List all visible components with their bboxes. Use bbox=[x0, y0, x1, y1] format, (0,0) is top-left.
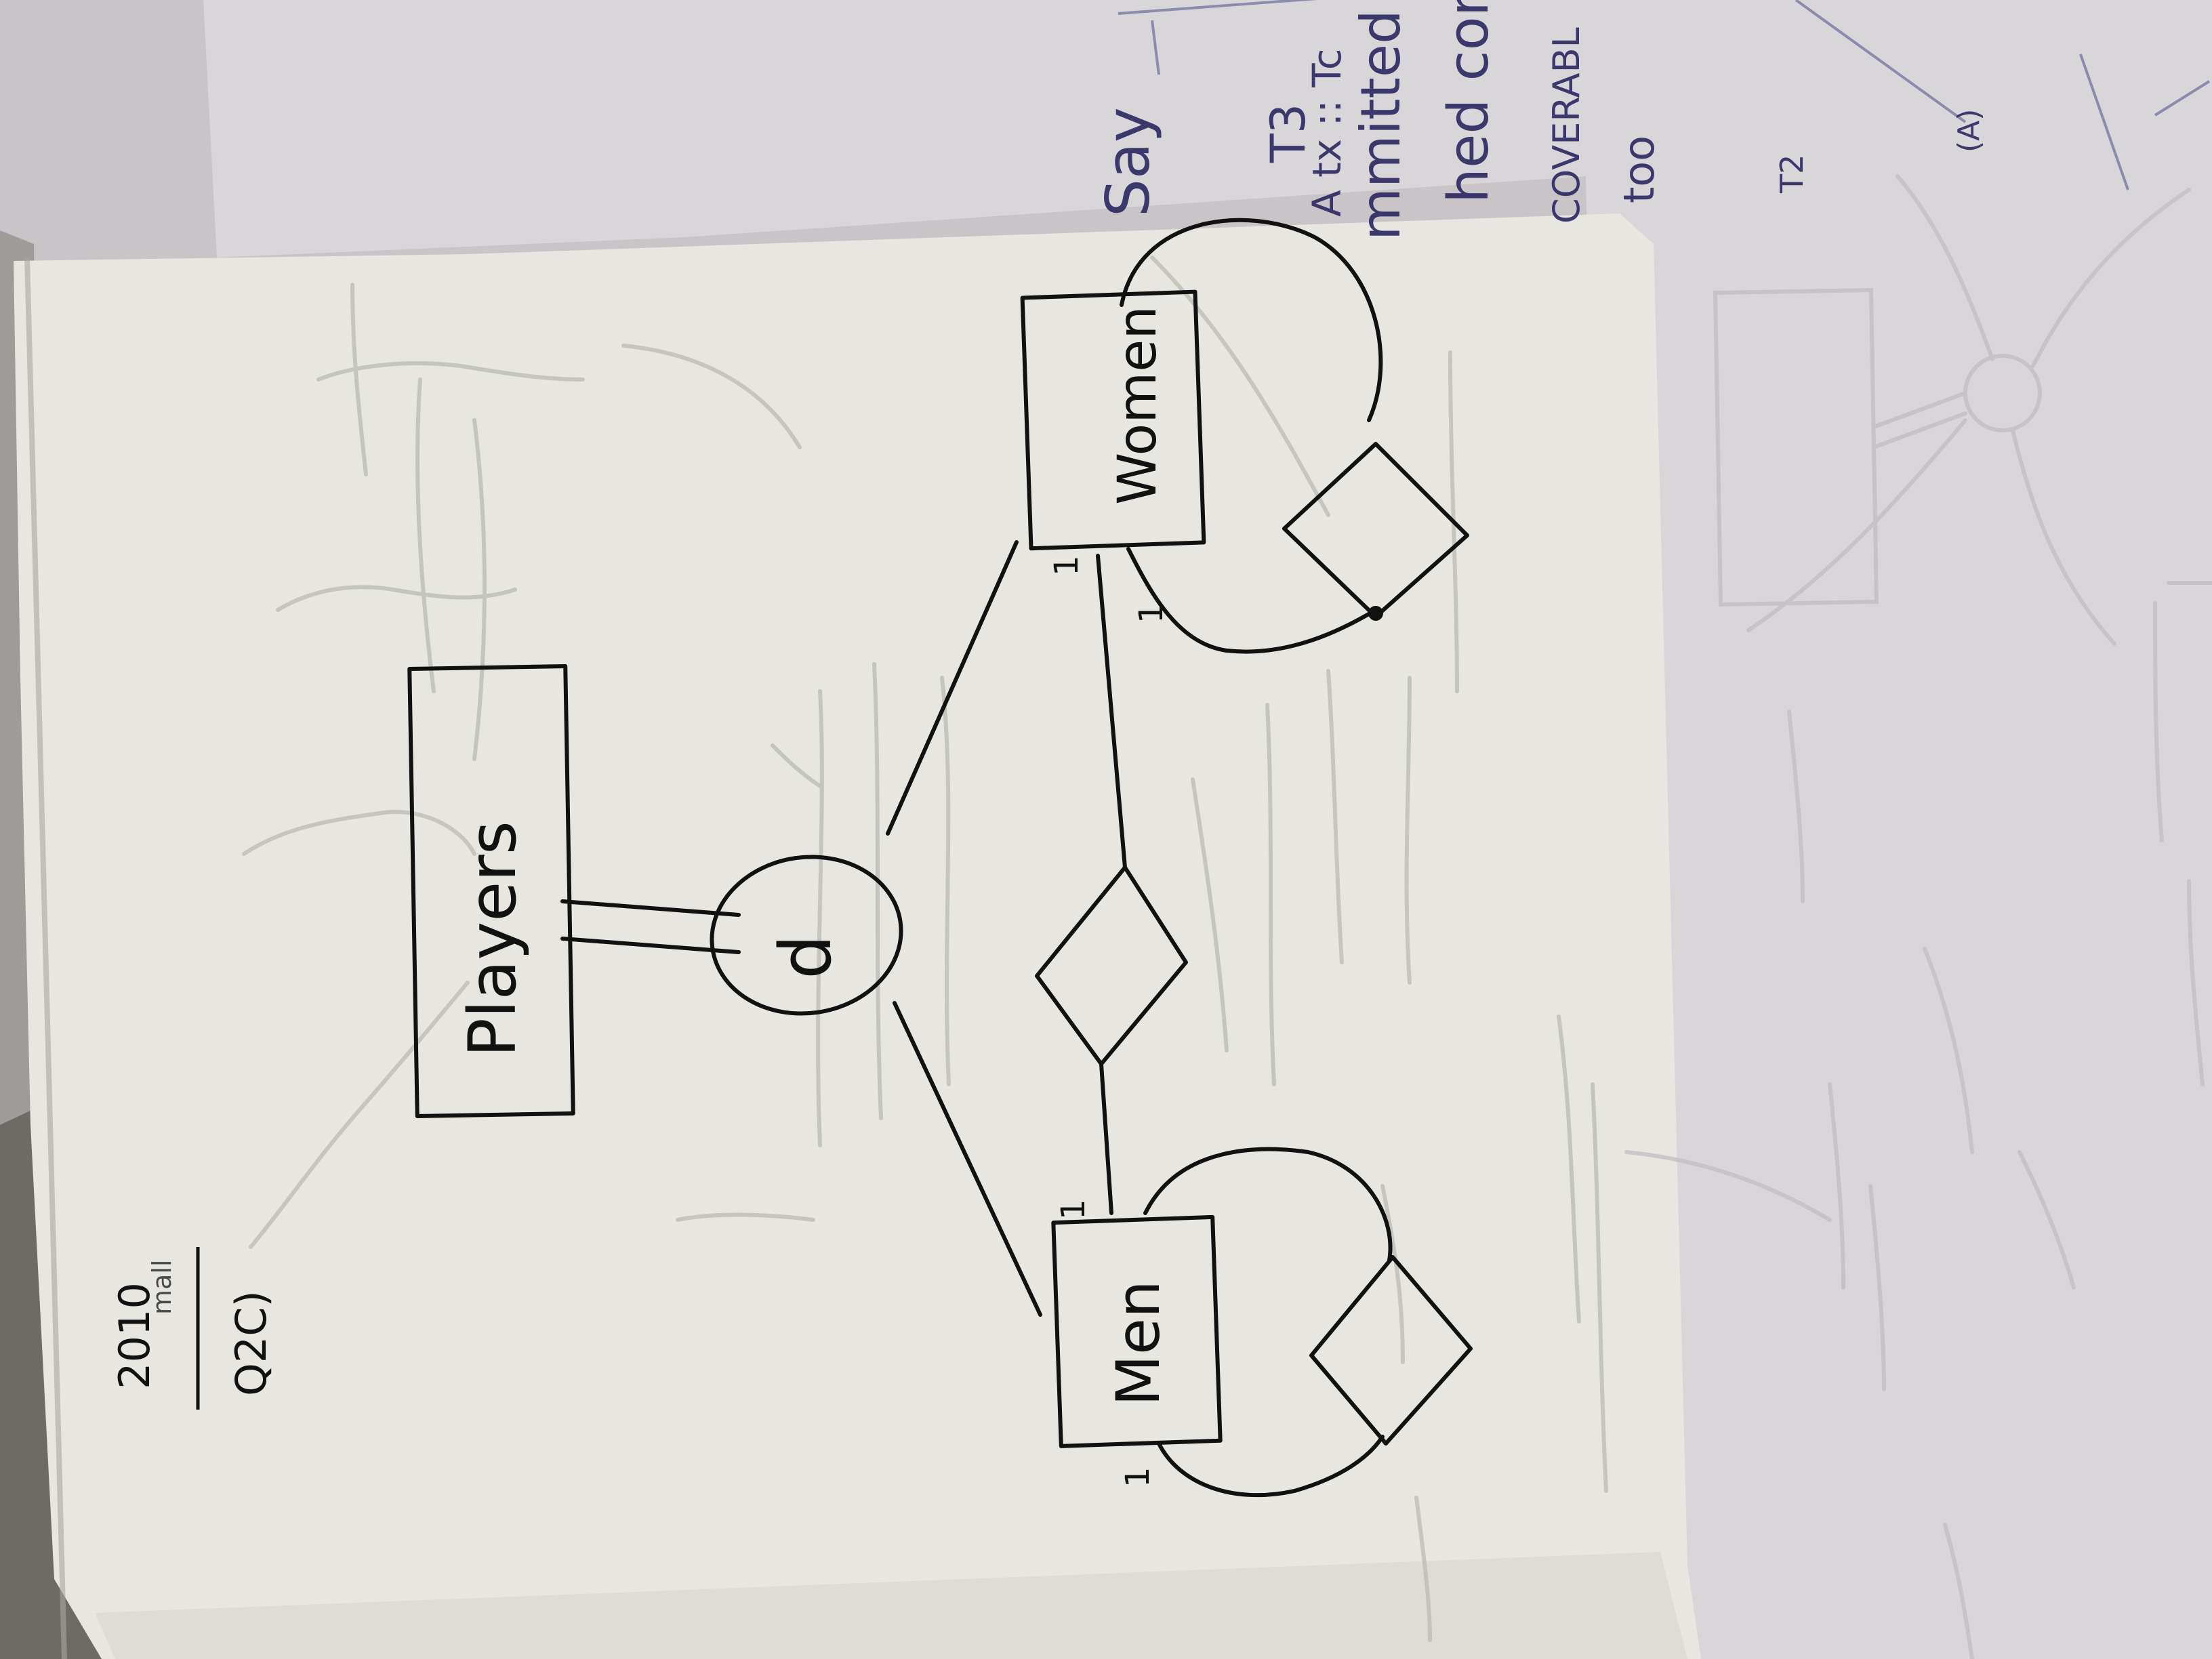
cardinality-men-bottom: 1 bbox=[1119, 1467, 1157, 1488]
page-edge bbox=[24, 257, 67, 1659]
back-text-too: too bbox=[1614, 136, 1664, 203]
back-page-ruling bbox=[1118, 0, 2211, 190]
players-entity-box bbox=[407, 664, 575, 1118]
disjoint-marker: d bbox=[764, 935, 847, 979]
men-loop-bottom bbox=[1157, 1435, 1385, 1498]
back-text-a: (A) bbox=[1952, 109, 1986, 152]
back-page-drawing bbox=[1624, 174, 2212, 1659]
year-label: 2010 bbox=[110, 1282, 159, 1389]
women-loop-dot bbox=[1368, 606, 1383, 621]
back-text-t2: T2 bbox=[1774, 155, 1810, 194]
men-label: Men bbox=[1103, 1280, 1173, 1406]
diagram-labels: Players d Women Men 1 1 1 1 bbox=[455, 306, 1173, 1488]
back-text-hed-com: hed com bbox=[1437, 0, 1501, 203]
back-page-handwriting: Say T3 A tx :: Tc mmitted hed com COVERA… bbox=[1093, 0, 1986, 241]
men-loop-top bbox=[1143, 1147, 1393, 1263]
er-diagram bbox=[407, 218, 1473, 1498]
disjoint-circle bbox=[710, 855, 903, 1016]
men-recursive-diamond bbox=[1309, 1255, 1473, 1446]
women-loop-bottom bbox=[1126, 547, 1378, 654]
link-to-men bbox=[893, 1001, 1042, 1317]
back-text-mmitted: mmitted bbox=[1349, 9, 1412, 241]
question-label: Q2C) bbox=[226, 1290, 276, 1396]
question-header: 2010 mall Q2C) bbox=[110, 1260, 276, 1396]
women-entity-box bbox=[1020, 289, 1206, 551]
men-entity-box bbox=[1051, 1214, 1223, 1448]
players-label: Players bbox=[455, 821, 531, 1057]
women-to-relationship-line bbox=[1096, 554, 1127, 869]
cardinality-women-bottom: 1 bbox=[1048, 555, 1086, 576]
players-link-2 bbox=[560, 937, 741, 954]
link-to-women bbox=[886, 540, 1019, 836]
bleed-through-writing bbox=[242, 255, 1608, 1642]
back-text-ax: A tx :: Tc bbox=[1304, 48, 1350, 217]
women-recursive-diamond bbox=[1282, 442, 1469, 619]
men-women-relationship-diamond bbox=[1035, 865, 1188, 1066]
cardinality-men-top: 1 bbox=[1054, 1199, 1092, 1220]
back-text-say: Say bbox=[1093, 107, 1163, 217]
women-label: Women bbox=[1107, 306, 1168, 505]
cardinality-women-side: 1 bbox=[1132, 602, 1170, 623]
relationship-to-men-line bbox=[1099, 1062, 1113, 1215]
players-link-1 bbox=[560, 899, 741, 917]
women-loop-top bbox=[1120, 218, 1383, 422]
struck-text: mall bbox=[147, 1260, 177, 1315]
back-text-t3: T3 bbox=[1261, 104, 1316, 163]
back-text-coverabl: COVERABL bbox=[1545, 27, 1588, 224]
notebook-page bbox=[14, 213, 1701, 1659]
back-page bbox=[203, 0, 2212, 1659]
